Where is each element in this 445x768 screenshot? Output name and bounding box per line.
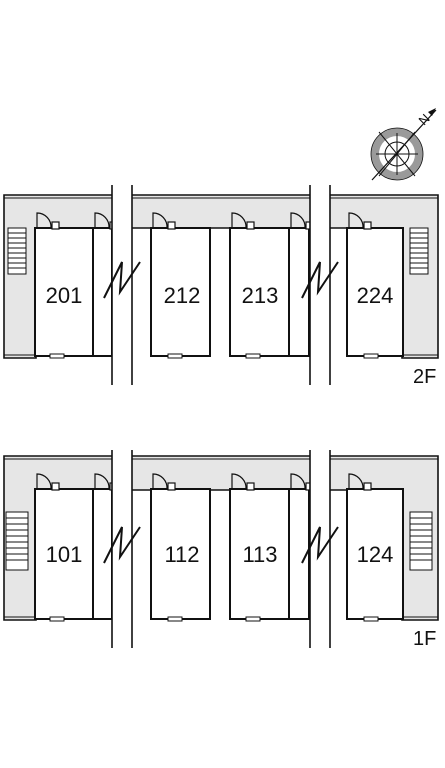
unit-number-212: 212 [164, 283, 201, 308]
floor-1f: 101 112 113 124 [3, 450, 439, 648]
unit-box-212 [150, 227, 211, 357]
unit-box-2f-b [288, 227, 310, 357]
unit-number-101: 101 [46, 542, 83, 567]
unit-number-213: 213 [242, 283, 279, 308]
break-gap-1f-right [301, 450, 339, 648]
unit-number-201: 201 [46, 283, 83, 308]
stairs-left-2f [7, 227, 27, 275]
floor-label-1f: 1F [413, 628, 437, 650]
break-gap-2f-left [103, 185, 141, 385]
unit-box-2f-a [92, 227, 113, 357]
unit-box-1f-b [288, 488, 310, 620]
unit-number-224: 224 [357, 283, 394, 308]
unit-number-112: 112 [164, 542, 199, 567]
stairs-right-1f [409, 511, 433, 571]
compass-rose-icon: N [370, 108, 437, 181]
unit-number-113: 113 [242, 542, 277, 567]
unit-number-124: 124 [357, 542, 394, 567]
stairs-left-1f [5, 511, 29, 571]
break-gap-1f-left [103, 450, 141, 648]
unit-box-224 [346, 227, 404, 357]
floor-label-2f: 2F [413, 366, 437, 388]
stairs-right-2f [409, 227, 429, 275]
unit-box-213 [229, 227, 290, 357]
floor-2f: 201 212 213 224 [3, 185, 439, 385]
break-gap-2f-right [301, 185, 339, 385]
unit-box-112 [150, 488, 211, 620]
